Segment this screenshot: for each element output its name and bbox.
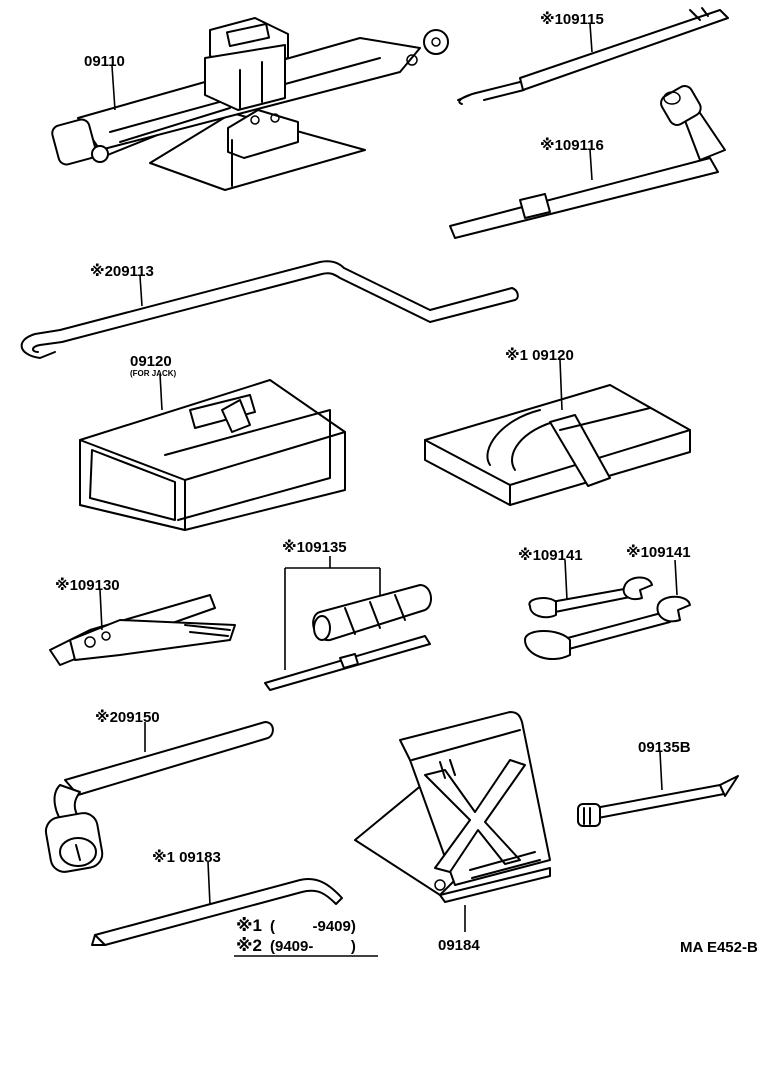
part-label-wrench-1: ※109141 [518, 546, 583, 564]
part-label-extension-bar: 09135B [638, 739, 691, 756]
part-label-jack-handle-bar: ※209113 [90, 262, 154, 280]
jack-handle-hook-drawing[interactable] [457, 7, 729, 105]
part-label-wrench-2: ※109141 [626, 543, 691, 561]
pliers-leader [99, 589, 103, 631]
part-label-screwdriver: ※109135 [282, 538, 347, 556]
extension-bar-drawing[interactable] [577, 775, 739, 827]
wrench-2-leader [674, 559, 678, 596]
part-label-jack-handle-hook: ※109115 [540, 10, 604, 28]
jack-leader [111, 65, 116, 111]
jack-handle-bar-leader [139, 275, 143, 307]
part-label-tire-lever: ※1 09183 [152, 848, 221, 866]
wrench-2-drawing[interactable] [524, 595, 691, 660]
legend-mark-1: ※1 [236, 916, 262, 935]
jack-handle-hook-leader [589, 23, 593, 53]
tire-lever-leader [207, 861, 211, 906]
part-label-pliers: ※109130 [55, 576, 120, 594]
legend: ※1 ( -9409) ※2 (9409- ) [234, 916, 378, 957]
legend-mark-2: ※2 [236, 936, 262, 955]
pliers-drawing[interactable] [49, 594, 236, 666]
screwdriver-leader [284, 556, 381, 670]
jack-bag-drawing[interactable] [79, 379, 346, 531]
tool-bag-leader [559, 359, 563, 411]
part-label-jack-bag: 09120 [130, 353, 172, 370]
jack-handle-wrench-drawing[interactable] [449, 83, 726, 239]
tool-bag-drawing[interactable] [424, 384, 691, 506]
extension-bar-leader [659, 751, 663, 791]
jack-handle-bar-drawing[interactable] [20, 260, 519, 359]
jack-bag-leader [159, 373, 163, 411]
part-label-jack-handle-wrench: ※109116 [540, 136, 604, 154]
tire-lever-drawing[interactable] [91, 878, 343, 946]
jack-handle-wrench-leader [589, 149, 593, 181]
part-label-wheel-chock: 09184 [438, 937, 480, 954]
part-label-wheel-nut-wrench: ※209150 [95, 708, 160, 726]
wheel-chock-drawing[interactable] [354, 711, 551, 903]
legend-range-1: ( -9409) [270, 918, 356, 935]
part-label-tool-bag: ※1 09120 [505, 346, 574, 364]
part-label-jack: 09110 [84, 53, 125, 70]
screwdriver-drawing[interactable] [264, 584, 432, 691]
legend-range-2: (9409- ) [270, 938, 356, 955]
wrench-1-leader [564, 559, 568, 601]
wrench-1-drawing[interactable] [528, 576, 653, 619]
jack-drawing[interactable] [50, 17, 449, 191]
diagram-code: MA E452-B [680, 939, 758, 956]
part-note-jack-bag: (FOR JACK) [130, 369, 177, 378]
wheel-nut-wrench-drawing[interactable] [44, 721, 274, 874]
